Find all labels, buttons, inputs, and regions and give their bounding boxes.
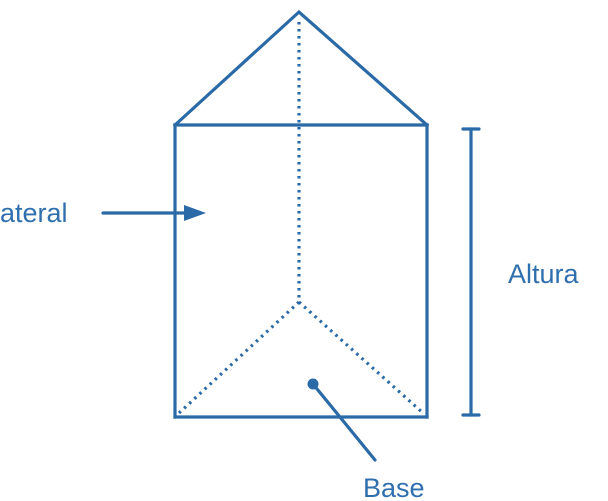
base-pointer-line [311,382,377,462]
hidden-base-right-edge [297,300,425,415]
altura-label: Altura [508,259,580,289]
hidden-base-left-edge [177,300,301,415]
prism-top-triangle [172,9,430,128]
base-label: Base [363,473,425,501]
lateral-label: lateral [0,198,68,228]
lateral-arrow-head [184,205,206,221]
